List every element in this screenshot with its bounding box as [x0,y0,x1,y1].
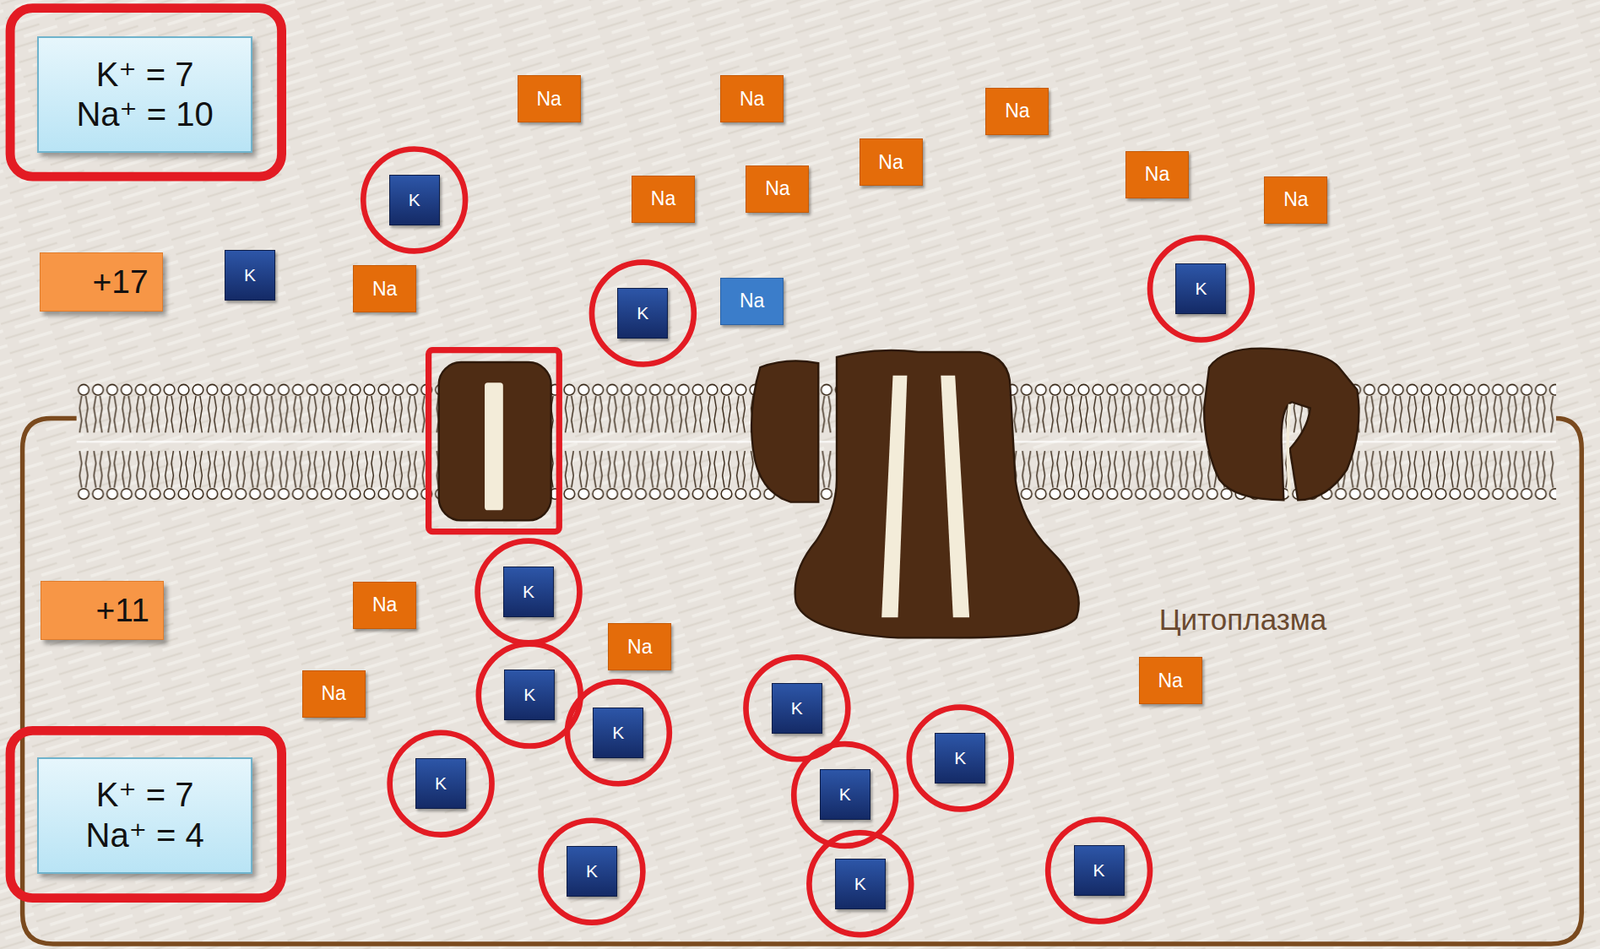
sodium-ion: Na [631,175,695,223]
sodium-ion: Na [985,87,1049,136]
potassium-ion: K [771,683,823,734]
ion-symbol: Na [1283,188,1308,212]
sodium-ion: Na [302,670,366,718]
ion-symbol: K [636,303,649,324]
ion-count-box: K⁺ = 7Na⁺ = 4 [37,757,253,874]
potassium-ion: K [415,758,467,809]
ion-symbol: K [839,784,852,805]
potassium-ion: K [934,732,986,784]
ion-count-text: Na⁺ = 4 [86,815,205,856]
ion-symbol: Na [739,87,765,111]
ion-symbol: K [954,748,966,769]
potassium-ion: K [592,707,644,759]
sodium-ion: Na [720,75,784,123]
potassium-ion: K [224,249,276,301]
highlight-outline [10,8,559,899]
ion-symbol: Na [650,187,676,211]
potassium-ion: K [835,858,886,910]
region-label: Цитоплазма [1159,602,1328,637]
potassium-ion: K [819,769,871,820]
potassium-ion: K [504,669,555,721]
ion-count-text: K⁺ = 7 [96,54,195,95]
ion-symbol: K [523,684,536,706]
ion-symbol: Na [372,593,397,617]
ion-count-box: K⁺ = 7Na⁺ = 10 [37,36,253,153]
ion-symbol: K [1093,860,1106,881]
ion-symbol: Na [878,151,903,174]
ion-symbol: K [585,861,598,882]
sodium-ion: Na [1125,151,1189,199]
ion-symbol: Na [1144,162,1170,186]
potassium-ion: K [566,846,618,897]
ion-count-text: Na⁺ = 10 [75,94,213,135]
ion-symbol: K [612,722,624,744]
ion-symbol: Na [627,635,652,659]
ion-symbol: K [434,773,447,794]
potassium-ion: K [503,566,554,618]
ion-symbol: Na [1157,669,1183,693]
sodium-ion: Na [1263,176,1328,224]
channel-protein-large [751,350,1080,638]
sodium-ion: Na [517,75,581,123]
ion-symbol: Na [536,87,561,111]
potassium-ion: K [1073,845,1125,896]
sodium-ion: Na [352,265,417,313]
potassium-ion: K [617,287,668,339]
ion-count-text: K⁺ = 7 [96,775,195,815]
ion-symbol: K [1194,278,1207,299]
ion-symbol: K [791,698,803,719]
potassium-ion: K [389,174,440,226]
charge-box: +11 [40,580,164,640]
potassium-ion: K [1175,263,1226,315]
channel-protein [439,362,552,521]
charge-value: +11 [96,591,150,630]
ion-symbol: K [244,265,256,286]
ion-symbol: Na [1004,99,1030,123]
charge-value: +17 [92,263,148,301]
sodium-ion: Na [745,165,809,213]
sodium-ion-highlighted: Na [720,277,784,326]
highlight-circle [363,148,1253,935]
ion-symbol: Na [372,277,397,301]
sodium-ion: Na [607,623,672,671]
sodium-ion: Na [352,581,417,630]
ion-symbol: Na [764,177,790,201]
ion-symbol: K [854,873,867,895]
ion-symbol: K [408,189,421,211]
charge-box: +17 [39,252,163,312]
ion-symbol: K [522,581,535,603]
carrier-protein [1204,348,1359,501]
sodium-ion: Na [859,138,923,186]
sodium-ion: Na [1138,656,1203,705]
ion-symbol: Na [320,682,346,706]
ion-symbol: Na [739,289,765,313]
